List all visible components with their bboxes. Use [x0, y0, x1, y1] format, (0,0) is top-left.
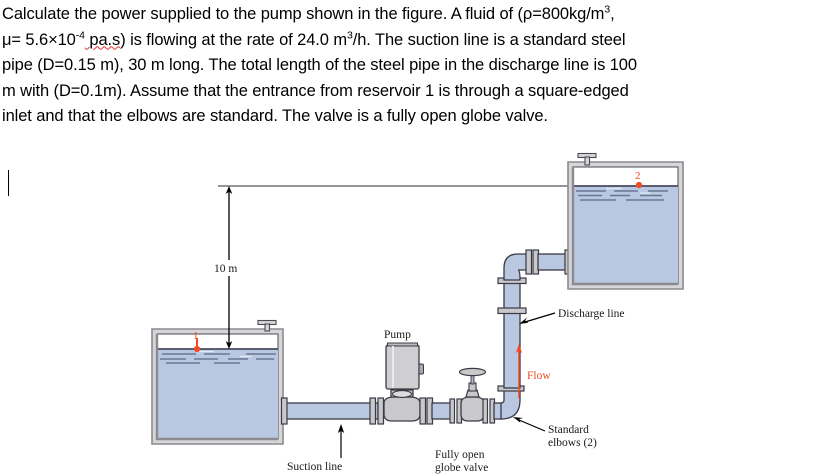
elbows-annotation: Standard elbows (2) [513, 417, 597, 449]
point-1-label: 1 [193, 330, 199, 342]
valve-label-line1: Fully open [435, 449, 485, 461]
discharge-line-label: Discharge line [558, 308, 625, 320]
discharge-line-annotation: Discharge line [519, 308, 625, 324]
flow-arrow: Flow [515, 344, 551, 398]
point-2-marker [635, 181, 643, 189]
problem-statement: Calculate the power supplied to the pump… [2, 3, 637, 125]
text-caret [8, 170, 9, 196]
valve-label-line2: globe valve [435, 462, 488, 474]
height-dimension: 10 m [212, 186, 246, 349]
reservoir-1-vent [257, 319, 277, 332]
water-ripples [576, 190, 668, 201]
reservoir-1: 1 [151, 319, 284, 445]
water-highlights [196, 350, 252, 358]
point-1-marker [193, 338, 201, 353]
pipe-into-reservoir-2 [537, 249, 572, 275]
suction-line-label: Suction line [287, 461, 342, 473]
water-ripples [160, 353, 276, 364]
globe-valve [449, 367, 496, 424]
elbows-label-line1: Standard [548, 424, 589, 436]
suction-line [280, 397, 385, 425]
flow-label: Flow [527, 370, 551, 382]
reservoir-2-vent [577, 152, 597, 166]
point-2-label: 2 [635, 170, 641, 182]
globe-valve-annotation: Fully open globe valve [435, 449, 488, 474]
reservoir-2: 2 [567, 152, 684, 290]
pump: Pump [383, 329, 434, 425]
discharge-riser [497, 277, 527, 389]
water-highlights [606, 187, 650, 194]
elbows-label-line2: elbows (2) [548, 437, 597, 449]
suction-line-annotation: Suction line [287, 424, 345, 473]
height-label: 10 m [214, 263, 237, 275]
elbow-top [503, 249, 540, 281]
pipe-pump-to-valve [431, 402, 453, 420]
pump-system-diagram: 1 10 m [151, 152, 684, 474]
pump-label: Pump [384, 329, 411, 341]
